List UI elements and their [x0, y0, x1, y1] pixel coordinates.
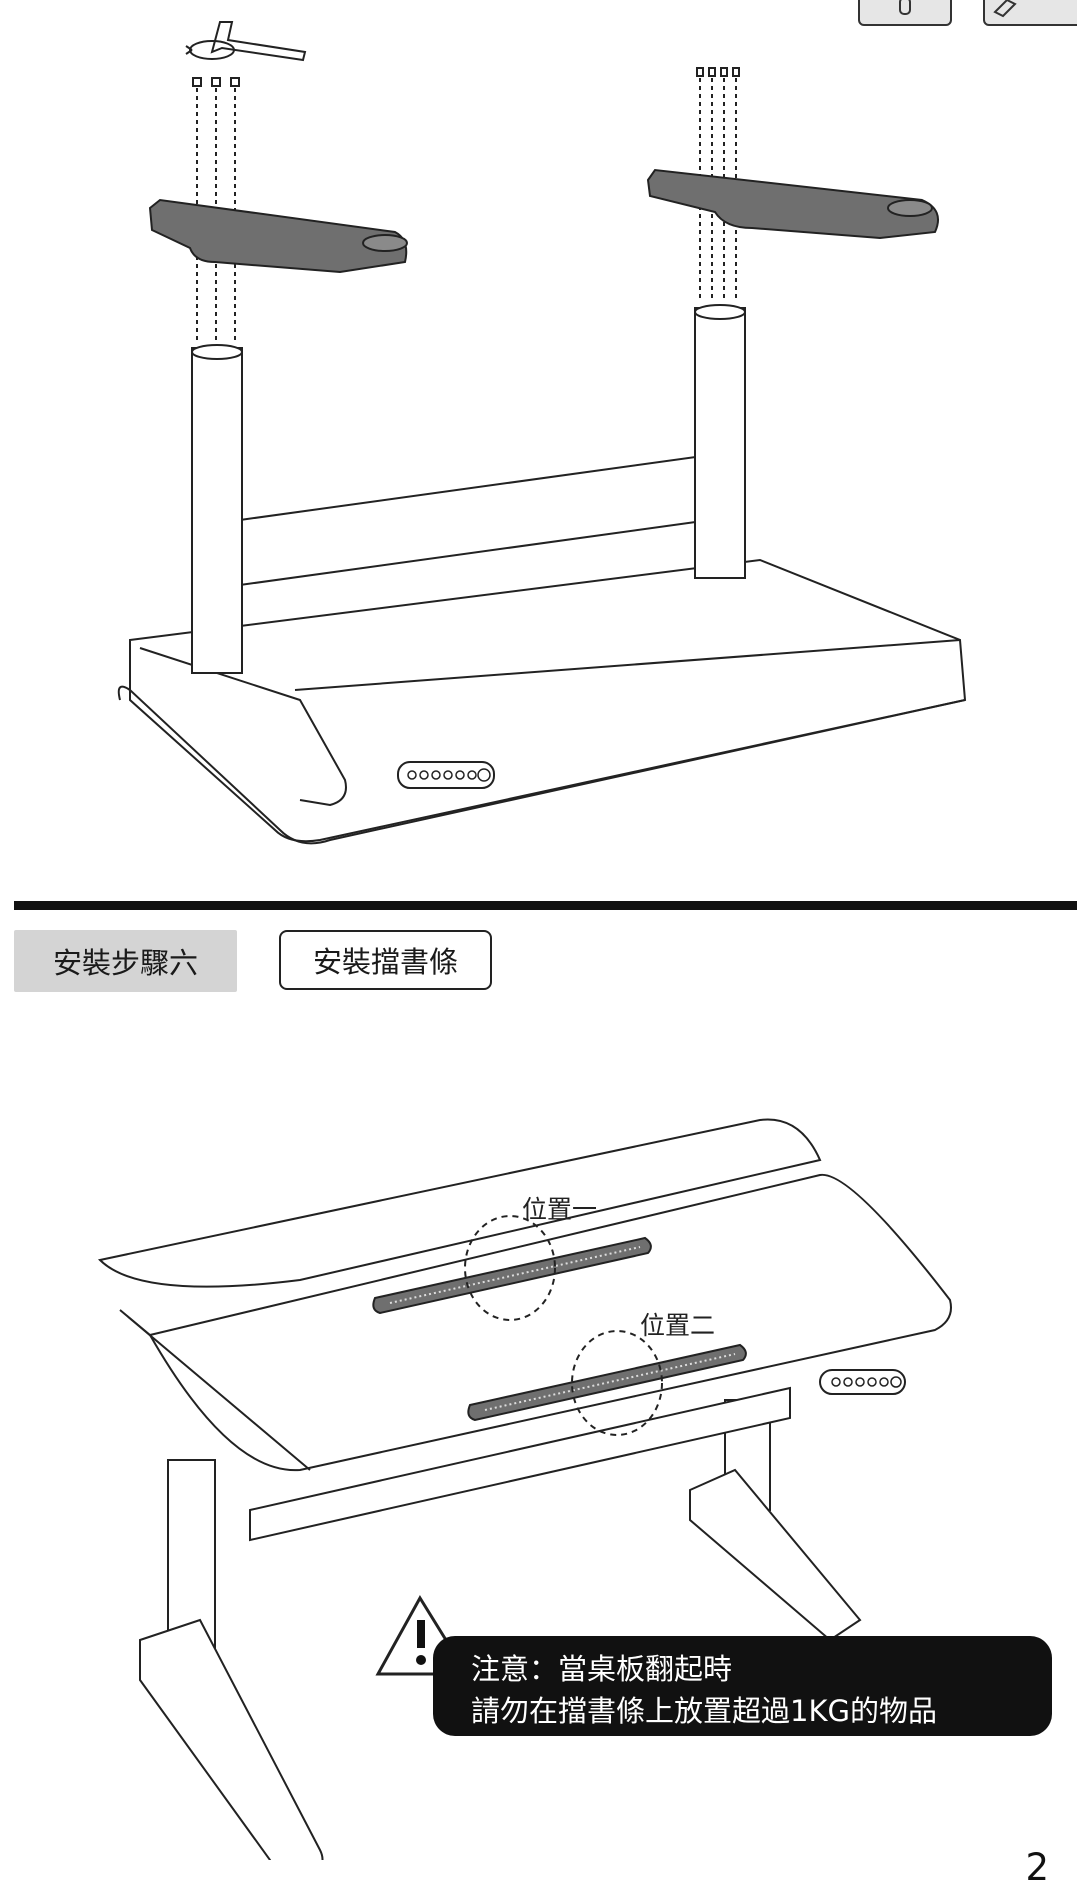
frame-assembly-illustration [117, 21, 967, 845]
position-one-label: 位置一 [522, 1195, 598, 1224]
warning-line-1: 注意：當桌板翻起時 [471, 1652, 733, 1686]
step-title: 安裝擋書條 [279, 930, 492, 990]
page-number: 2 [1025, 1846, 1049, 1889]
tool-icon-key [983, 0, 1077, 26]
position-two-label: 位置二 [640, 1311, 716, 1340]
tool-icon-bolt [858, 0, 952, 26]
step-badge: 安裝步驟六 [14, 930, 237, 992]
desk-bookstop-illustration [97, 1118, 952, 1860]
bolt-icon [899, 0, 911, 15]
warning-line-2: 請勿在擋書條上放置超過1KG的物品 [471, 1694, 937, 1728]
section-divider [14, 901, 1077, 910]
allen-key-icon [993, 0, 1017, 18]
warning-box: 注意：當桌板翻起時 請勿在擋書條上放置超過1KG的物品 [433, 1636, 1052, 1736]
